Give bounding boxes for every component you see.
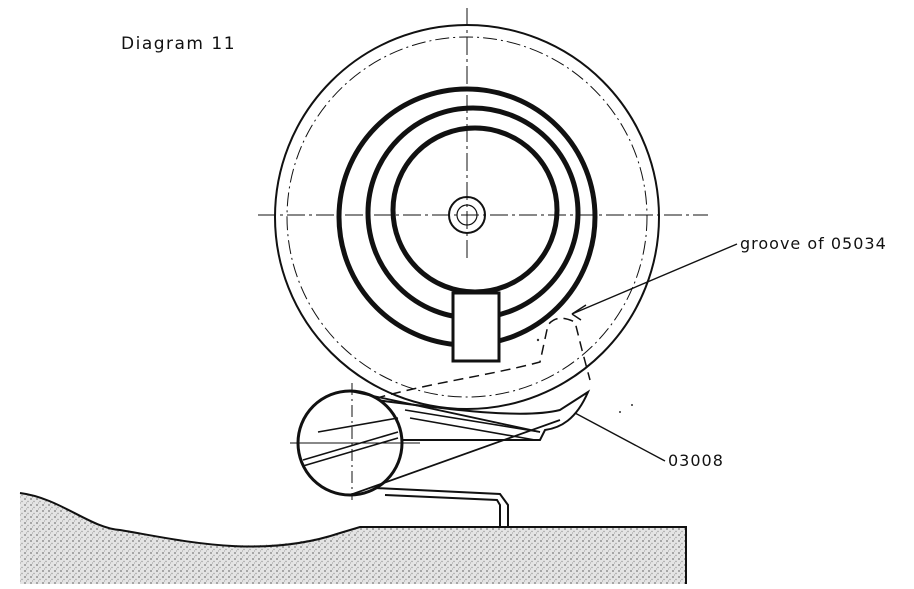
- spring-clip-block: [451, 291, 501, 363]
- base-plate: [20, 493, 686, 584]
- groove-label: groove of 05034: [740, 234, 887, 253]
- speck-mark: [631, 404, 633, 406]
- groove-hidden-line: [344, 317, 591, 409]
- groove-leader-line: [571, 243, 738, 315]
- base-plate-outline: [19, 492, 687, 584]
- groove-leader-arrow: [571, 304, 587, 321]
- speck-mark: [619, 411, 621, 413]
- roller-tangent-lower: [349, 419, 561, 496]
- speck-mark: [536, 338, 540, 342]
- part-leader-line: [574, 412, 666, 462]
- roller-groove-lines: [302, 417, 399, 467]
- support-bracket: [374, 487, 509, 527]
- diagram-title: Diagram 11: [121, 34, 237, 54]
- part-number-label: 03008: [668, 451, 724, 470]
- roller-tangent-upper: [349, 390, 541, 433]
